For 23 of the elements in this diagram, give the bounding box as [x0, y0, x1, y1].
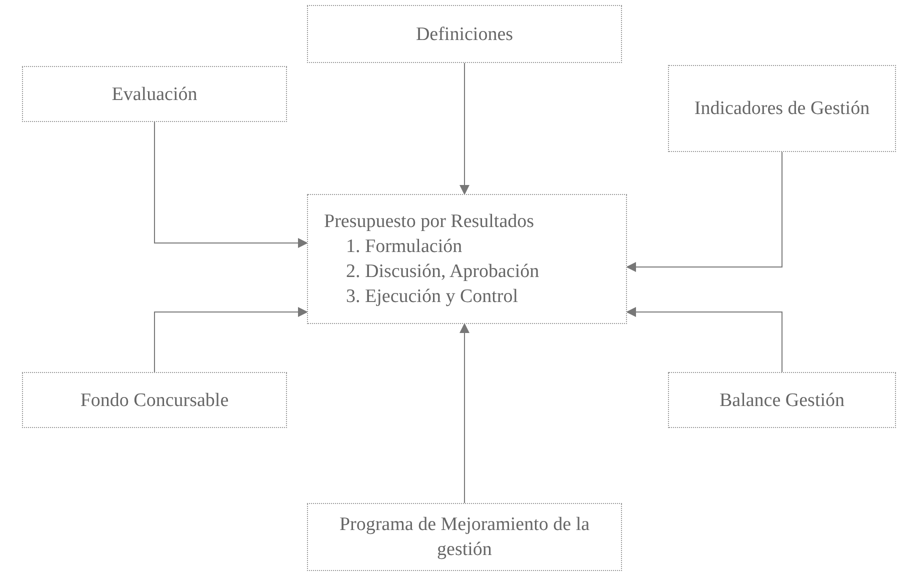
process-box: [307, 194, 627, 324]
process-box: [22, 372, 287, 428]
box-label: Balance Gestión: [719, 388, 845, 412]
list-item: 1. Formulación: [346, 235, 464, 259]
process-box: [22, 66, 287, 122]
box-label: Evaluación: [112, 82, 198, 106]
process-box: [307, 5, 622, 63]
list-item: 2. Discusión, Aprobación: [346, 260, 540, 284]
arrow: [460, 323, 470, 504]
process-box: [668, 372, 896, 428]
list-item: 3. Ejecución y Control: [346, 285, 520, 309]
box-heading: Presupuesto por Resultados: [324, 210, 534, 234]
arrow: [626, 307, 782, 372]
box-label: Programa de Mejoramiento de la gestión: [338, 513, 591, 562]
arrow: [460, 62, 470, 195]
arrow: [154, 307, 308, 372]
arrow: [626, 152, 782, 272]
process-box: [668, 65, 896, 152]
process-box: [307, 503, 622, 571]
arrow: [154, 122, 308, 248]
box-label: Definiciones: [416, 22, 514, 46]
box-label: Indicadores de Gestión: [694, 97, 870, 121]
box-label: Fondo Concursable: [80, 388, 229, 412]
